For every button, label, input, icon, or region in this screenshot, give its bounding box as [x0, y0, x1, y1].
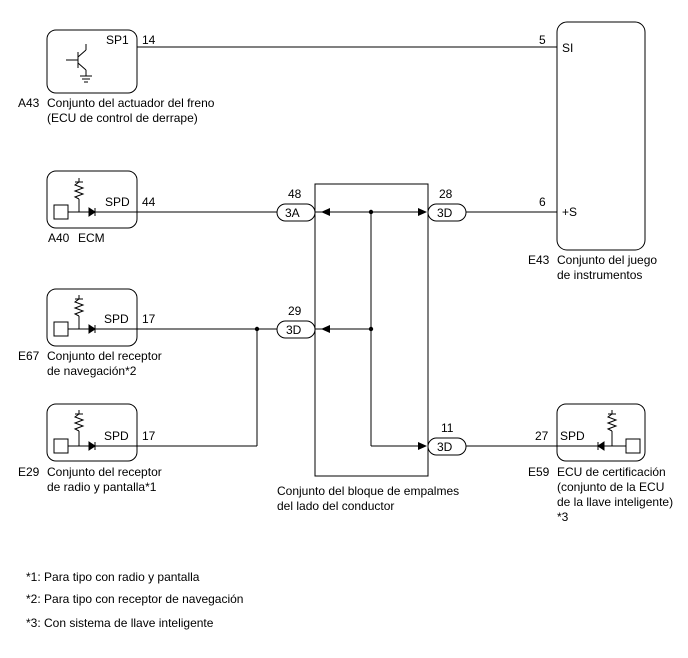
- cert-terminal-label: SPD: [560, 429, 585, 443]
- sensor-circuit-icon: [53, 410, 89, 454]
- junction-name-line2: del lado del conductor: [277, 499, 394, 513]
- ecm-code: A40: [48, 231, 70, 245]
- junction-dot: [254, 326, 260, 332]
- brake-name-line1: Conjunto del actuador del freno: [47, 96, 215, 110]
- connector-3d-top-label: 3D: [437, 206, 453, 220]
- connector-3d-bot: [427, 437, 467, 456]
- meter-name-line1: Conjunto del juego: [557, 253, 657, 267]
- nav-name-line1: Conjunto del receptor: [47, 349, 162, 363]
- connector-3d-mid: [276, 320, 316, 339]
- meter-pin-si: 5: [539, 33, 546, 47]
- connector-3d-top: [427, 203, 467, 222]
- meter-pin-s: 6: [539, 195, 546, 209]
- footnote-3: *3: Con sistema de llave inteligente: [26, 616, 214, 630]
- meter-terminal-si: SI: [562, 41, 573, 55]
- connector-3a: [276, 203, 316, 222]
- brake-actuator-box: [46, 29, 138, 94]
- connector-3d-top-pin: 28: [439, 187, 453, 201]
- diode-icon: [88, 207, 96, 217]
- cert-name-line4: *3: [557, 510, 569, 524]
- connector-3d-mid-label: 3D: [286, 323, 302, 337]
- ecm-box: [46, 170, 138, 229]
- connector-3d-bot-pin: 11: [441, 421, 454, 435]
- nav-terminal-label: SPD: [104, 312, 129, 326]
- radio-name-line2: de radio y pantalla*1: [47, 480, 157, 494]
- junction-dot: [368, 209, 374, 215]
- connector-3d-bot-label: 3D: [437, 440, 453, 454]
- radio-receiver-box: [46, 403, 138, 462]
- cert-pin-number: 27: [535, 429, 549, 443]
- arrow-right-3d-bot: [418, 442, 427, 450]
- meter-box: [556, 21, 646, 251]
- nav-receiver-box: [46, 288, 138, 347]
- diode-icon: [88, 441, 96, 451]
- radio-terminal-label: SPD: [104, 429, 129, 443]
- junction-name-line1: Conjunto del bloque de empalmes: [277, 484, 459, 498]
- diode-icon: [88, 324, 96, 334]
- nav-pin-number: 17: [142, 312, 156, 326]
- cert-code: E59: [528, 465, 550, 479]
- cert-ecu-box: [556, 403, 646, 462]
- brake-pin-number: 14: [142, 33, 156, 47]
- junction-dot: [368, 326, 374, 332]
- meter-name-line2: de instrumentos: [557, 268, 642, 282]
- ecm-pin-number: 44: [142, 195, 156, 209]
- cert-name-line3: de la llave inteligente): [557, 495, 673, 509]
- connector-3d-mid-pin: 29: [288, 304, 302, 318]
- ecm-terminal-label: SPD: [105, 195, 130, 209]
- radio-pin-number: 17: [142, 429, 156, 443]
- radio-name-line1: Conjunto del receptor: [47, 465, 162, 479]
- meter-terminal-s: +S: [562, 205, 577, 219]
- sensor-circuit-icon: [53, 295, 89, 337]
- sensor-circuit-icon: [53, 178, 89, 220]
- diode-icon: [597, 441, 605, 451]
- cert-name-line2: (conjunto de la ECU: [557, 480, 664, 494]
- cert-name-line1: ECU de certificación: [557, 465, 666, 479]
- arrow-left-3a: [321, 208, 330, 216]
- footnote-1: *1: Para tipo con radio y pantalla: [26, 570, 200, 584]
- brake-name-line2: (ECU de control de derrape): [47, 111, 198, 125]
- transistor-icon: [66, 44, 92, 83]
- arrow-left-3d-mid: [321, 325, 330, 333]
- radio-code: E29: [18, 465, 40, 479]
- nav-name-line2: de navegación*2: [47, 364, 137, 378]
- ecm-name: ECM: [78, 231, 105, 245]
- connector-3a-label: 3A: [285, 206, 300, 220]
- arrow-right-3d-top: [418, 208, 427, 216]
- meter-code: E43: [528, 253, 550, 267]
- sensor-circuit-icon: [604, 410, 641, 454]
- connector-3a-pin: 48: [288, 187, 302, 201]
- nav-code: E67: [18, 349, 40, 363]
- brake-code: A43: [18, 96, 40, 110]
- footnote-2: *2: Para tipo con receptor de navegación: [26, 592, 243, 606]
- brake-terminal-label: SP1: [106, 33, 129, 47]
